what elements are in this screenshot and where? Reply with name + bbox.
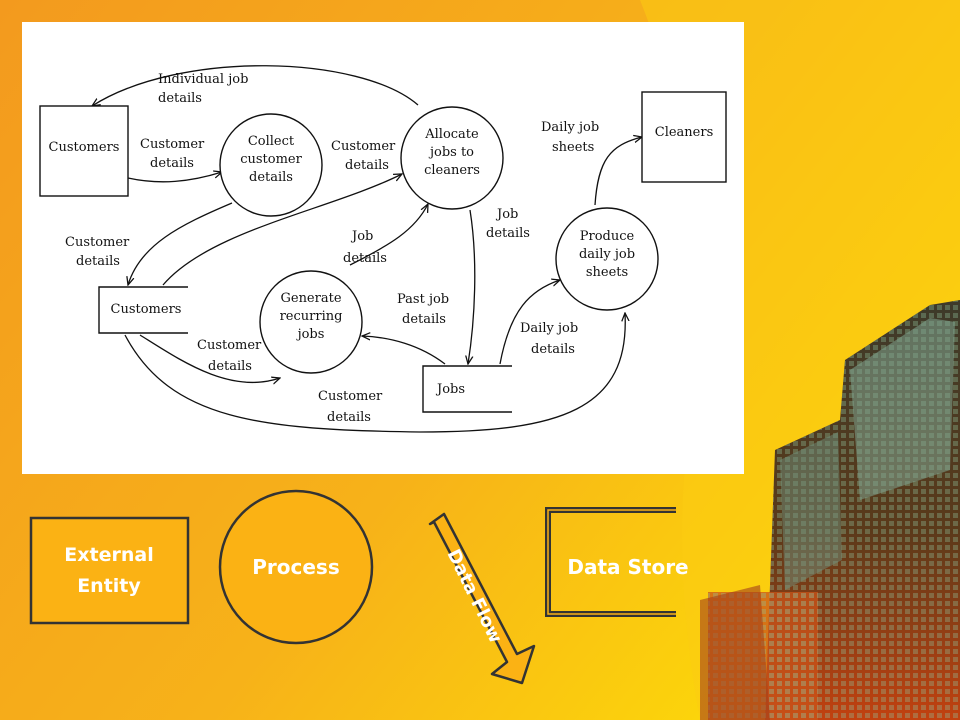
label-job-details-b-2: details [486,226,530,241]
flow-allocate-to-jobs [468,209,476,364]
label-individual-job-details-2: details [158,91,202,106]
label-daily-job-details-2: details [531,342,575,357]
process-allocate-line-1: Allocate [424,127,479,142]
label-customer-details-c-1: Customer [65,235,130,250]
process-collect-line-2: customer [240,152,302,167]
label-customer-details-a-1: Customer [140,137,205,152]
process-collect-line-3: details [249,170,293,185]
label-past-job-details-1: Past job [397,292,449,307]
store-customers-label: Customers [111,302,182,317]
building-graphic [700,300,960,720]
store-customers [98,286,188,334]
process-collect-customer-details [219,113,323,217]
process-allocate-line-3: cleaners [424,163,480,178]
flow-customers-to-collect [127,172,222,183]
legend-process-label: Process [252,555,340,579]
entity-cleaners [641,91,727,183]
flow-customers-store-to-allocate [162,174,402,286]
flow-individual-job-details [92,65,419,106]
entity-customers-label: Customers [49,140,120,155]
legend-data-store-label: Data Store [567,555,688,579]
legend: External Entity Process Data Flow Data S… [29,489,689,685]
store-jobs [422,365,512,413]
entity-customers [39,105,129,197]
flow-jobs-to-generate [362,336,446,365]
legend-external-entity-line-2: Entity [77,575,141,597]
label-job-details-b-1: Job [495,207,518,222]
flow-customers-store-to-generate [139,334,280,382]
flow-generate-to-allocate [349,204,428,266]
process-generate-recurring-jobs [259,270,363,374]
label-customer-details-e-2: details [327,410,371,425]
process-generate-line-2: recurring [280,309,343,324]
process-produce-line-2: daily job [579,247,635,262]
label-customer-details-c-2: details [76,254,120,269]
process-collect-line-1: Collect [248,134,295,149]
label-daily-job-details-1: Daily job [520,321,578,336]
label-daily-job-sheets-1: Daily job [541,120,599,135]
legend-process-circle [218,489,374,645]
label-customer-details-e-1: Customer [318,389,383,404]
label-customer-details-a-2: details [150,156,194,171]
flow-customers-store-to-produce [124,313,625,433]
legend-data-flow-arrow [428,512,536,685]
label-customer-details-b-2: details [345,158,389,173]
process-generate-line-3: jobs [296,327,325,342]
label-job-details-a-2: details [343,251,387,266]
process-produce-line-1: Produce [580,229,635,244]
store-jobs-label: Jobs [435,382,465,397]
legend-external-entity-line-1: External [64,544,153,566]
legend-external-entity-box [29,516,190,625]
flow-produce-to-cleaners [594,137,642,206]
process-generate-line-1: Generate [280,291,341,306]
label-customer-details-d-2: details [208,359,252,374]
legend-data-store-inner [547,509,676,615]
label-customer-details-b-1: Customer [331,139,396,154]
entity-cleaners-label: Cleaners [655,125,714,140]
label-individual-job-details-1: Individual job [158,72,248,87]
process-allocate-jobs [400,106,504,210]
label-daily-job-sheets-2: sheets [552,140,594,155]
label-past-job-details-2: details [402,312,446,327]
flow-collect-to-customers-store [128,202,233,285]
label-customer-details-d-1: Customer [197,338,262,353]
flow-labels: Individual job details Customer details … [65,72,599,425]
label-job-details-a-1: Job [350,229,373,244]
flow-jobs-to-produce [499,280,560,365]
process-produce-daily-job-sheets [555,207,659,311]
process-produce-line-3: sheets [586,265,628,280]
process-allocate-line-2: jobs to [428,145,474,160]
